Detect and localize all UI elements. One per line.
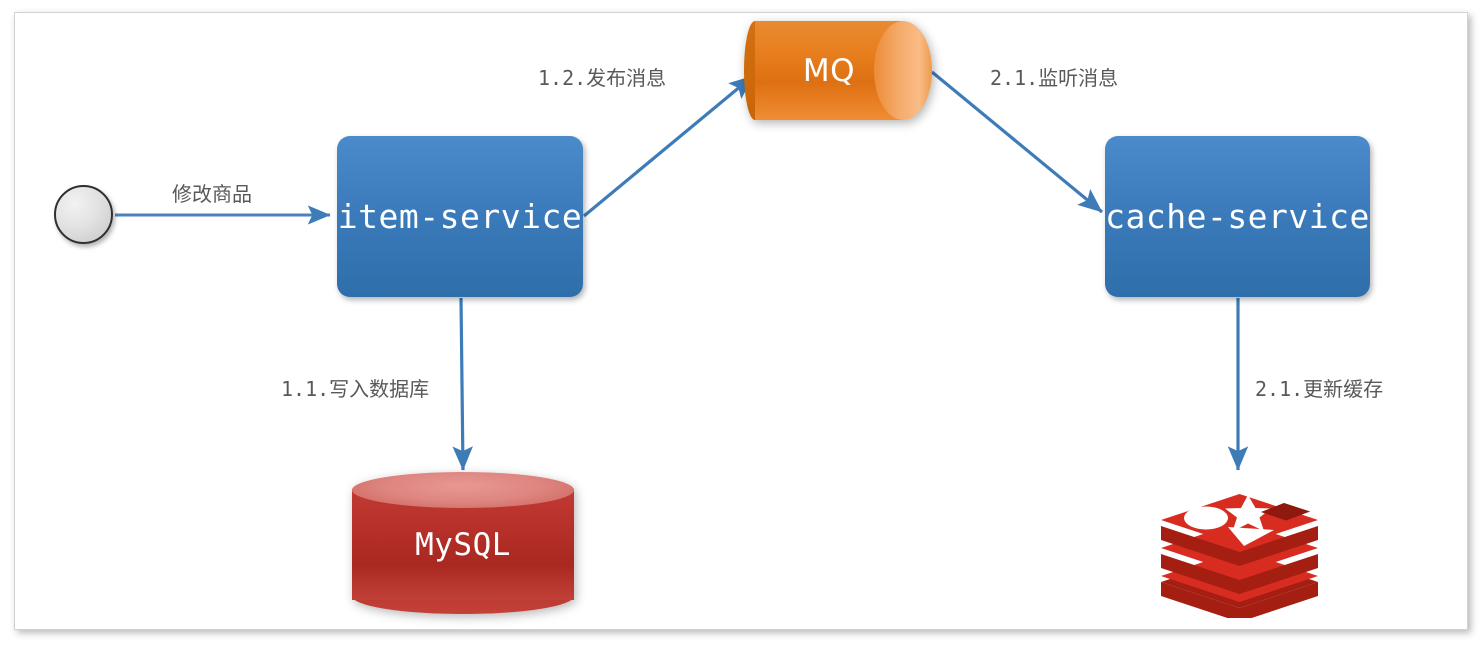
node-item-service-label: item-service: [337, 197, 583, 236]
node-cache-service[interactable]: cache-service: [1105, 136, 1370, 297]
edge-label-update-cache: 2.1.更新缓存: [1255, 377, 1384, 401]
redis-triangle-glyph: [1228, 527, 1274, 546]
redis-star-glyph: [1225, 495, 1271, 532]
edge-label-modify-item: 修改商品: [172, 182, 252, 206]
node-mq-label: MQ: [802, 52, 856, 89]
mysql-top-ellipse: [352, 472, 574, 508]
edge-label-publish-message: 1.2.发布消息: [538, 66, 667, 90]
edge-label-write-database: 1.1.写入数据库: [281, 377, 430, 401]
mq-right-cap: [874, 21, 932, 120]
start-node[interactable]: [54, 185, 113, 244]
node-mysql[interactable]: MySQL: [352, 472, 574, 617]
node-item-service[interactable]: item-service: [337, 136, 583, 297]
node-cache-service-label: cache-service: [1105, 197, 1370, 236]
redis-logo-icon[interactable]: [1158, 470, 1321, 618]
node-mysql-label: MySQL: [415, 526, 511, 563]
redis-ellipse-glyph: [1184, 506, 1228, 530]
edge-label-listen-message: 2.1.监听消息: [990, 66, 1119, 90]
node-mq[interactable]: MQ: [744, 21, 933, 120]
